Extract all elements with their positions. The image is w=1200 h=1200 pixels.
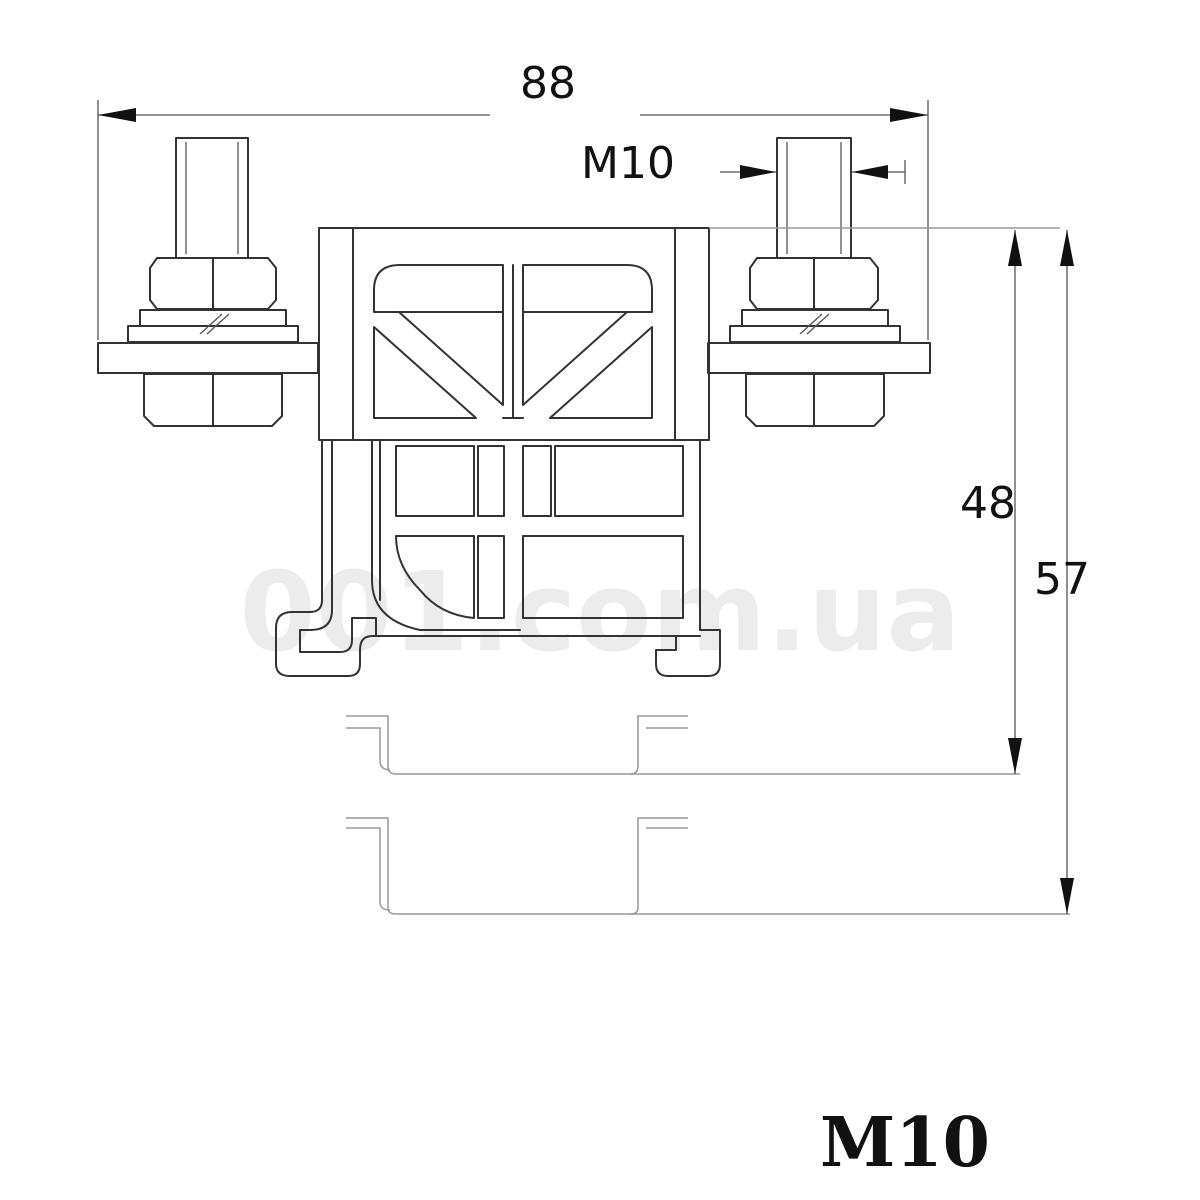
- thread-label: M10: [581, 138, 675, 189]
- din-rail-upper: [346, 715, 1020, 775]
- arrowhead-left: [98, 108, 136, 122]
- terminal-housing: [318, 227, 1060, 441]
- left-bolt-assembly: [97, 137, 319, 427]
- height-label-outer: 57: [1034, 554, 1090, 605]
- height-label-inner: 48: [960, 478, 1016, 529]
- din-rail-lower: [346, 817, 1070, 915]
- height-dimension-outer: 57: [1034, 230, 1090, 914]
- height-dimension-inner: 48: [960, 230, 1022, 774]
- width-dimension: 88: [97, 58, 929, 340]
- thread-dimension: M10: [581, 138, 906, 189]
- watermark: 001.com.ua: [239, 548, 960, 676]
- arrowhead-right: [890, 108, 928, 122]
- right-bolt-assembly: [707, 137, 931, 427]
- width-label: 88: [520, 58, 576, 109]
- model-label: M10: [820, 1103, 990, 1183]
- din-clip-body: [275, 439, 721, 677]
